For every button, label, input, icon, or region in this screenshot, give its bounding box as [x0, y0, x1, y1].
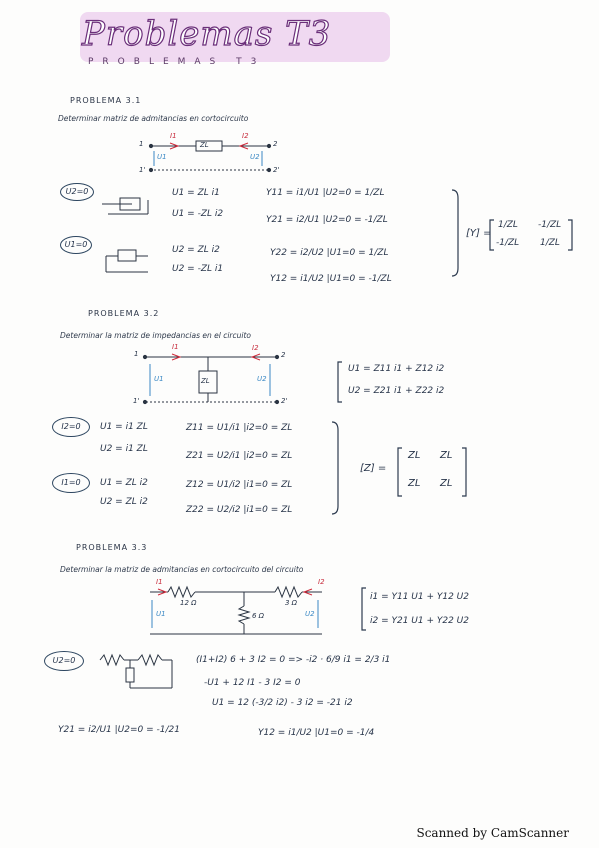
title-highlight — [80, 12, 390, 62]
p3-work-1: (I1+I2) 6 + 3 I2 = 0 => -i2 · 6/9 i1 = 2… — [196, 655, 391, 665]
problem-3-1-statement: Determinar matriz de admitancias en cort… — [58, 114, 249, 123]
p2-case-b-circled: I1=0 — [52, 473, 90, 493]
p2-case-b-eq2: U2 = ZL i2 — [100, 497, 148, 507]
p2-case-a-z21: Z21 = U2/i1 |i2=0 = ZL — [186, 451, 293, 461]
matrix-z-left-bracket — [397, 447, 402, 497]
p2-case-b-z12: Z12 = U1/i2 |i1=0 = ZL — [186, 480, 293, 490]
problem-3-3-heading: PROBLEMA 3.3 — [76, 543, 148, 552]
matrix-y-22: 1/ZL — [540, 238, 560, 248]
problem-3-2-statement: Determinar la matriz de impedancias en e… — [60, 331, 251, 340]
p1-node-1: 1 — [139, 140, 144, 148]
p1-case-b-circled: U1=0 — [60, 236, 92, 254]
p1-current-i1: I1 — [170, 132, 177, 140]
p2-case-a-z11: Z11 = U1/i1 |i2=0 = ZL — [186, 423, 293, 433]
p1-case-a-circled: U2=0 — [60, 183, 94, 201]
p3-eq-i1: i1 = Y11 U1 + Y12 U2 — [370, 592, 469, 602]
p1-voltage-u2: U2 — [250, 153, 260, 161]
p1-case-a-eq1: U1 = ZL i1 — [172, 188, 220, 198]
p1-node-2: 2 — [273, 140, 278, 148]
p1-case-b-eq2: U2 = -ZL i1 — [172, 264, 224, 274]
p1-node-2p: 2' — [273, 166, 280, 174]
p3-resistor-6: 6 Ω — [252, 612, 265, 620]
p3-voltage-u1: U1 — [156, 610, 166, 618]
circuit-3-2 — [142, 353, 280, 405]
page-subtitle: PROBLEMAS T3 — [88, 57, 266, 67]
p2-eq-u1: U1 = Z11 i1 + Z12 i2 — [348, 364, 445, 374]
matrix-y-21: -1/ZL — [496, 238, 520, 248]
bracket-3-3-eq — [361, 587, 366, 631]
p1-case-a-eq2: U1 = -ZL i2 — [172, 209, 224, 219]
p3-current-i2: I2 — [318, 578, 325, 586]
matrix-z-12: ZL — [440, 450, 453, 461]
matrix-z-label: [Z] = — [360, 463, 387, 474]
p2-case-a-eq2: U2 = i1 ZL — [100, 444, 148, 454]
p2-voltage-u2: U2 — [257, 375, 267, 383]
matrix-y-11: 1/ZL — [498, 220, 518, 230]
p1-node-1p: 1' — [139, 166, 146, 174]
problem-3-1-heading: PROBLEMA 3.1 — [70, 96, 142, 105]
p3-resistor-12: 12 Ω — [180, 599, 197, 607]
p3-current-i1: I1 — [156, 578, 163, 586]
p2-node-1p: 1' — [133, 397, 140, 405]
p3-voltage-u2: U2 — [305, 610, 315, 618]
circuit-3-3 — [150, 585, 322, 635]
p2-current-i2: I2 — [252, 344, 259, 352]
p3-case-circled: U2=0 — [44, 651, 84, 671]
p2-node-1: 1 — [134, 350, 139, 358]
p1-case-b-eq1: U2 = ZL i2 — [172, 245, 220, 255]
sketch-3-1-a — [102, 197, 149, 215]
matrix-y-12: -1/ZL — [538, 220, 562, 230]
p2-case-a-eq1: U1 = i1 ZL — [100, 422, 148, 432]
matrix-y-left-bracket — [489, 219, 494, 251]
p3-work-2: -U1 + 12 I1 - 3 I2 = 0 — [204, 678, 301, 688]
p1-case-b-y12: Y12 = i1/U2 |U1=0 = -1/ZL — [270, 274, 392, 284]
p1-impedance-label: ZL — [200, 141, 209, 149]
p2-node-2: 2 — [281, 351, 286, 359]
p2-current-i1: I1 — [172, 343, 179, 351]
problem-3-3-statement: Determinar la matriz de admitancias en c… — [60, 565, 304, 574]
page-title: Problemas T3 — [81, 13, 332, 54]
p1-case-a-y21: Y21 = i2/U1 |U2=0 = -1/ZL — [266, 215, 388, 225]
matrix-z-22: ZL — [440, 478, 453, 489]
sketch-3-3 — [99, 653, 173, 689]
circuit-3-1 — [148, 140, 272, 173]
p2-case-b-z22: Z22 = U2/i2 |i1=0 = ZL — [186, 505, 293, 515]
p2-case-b-eq1: U1 = ZL i2 — [100, 478, 148, 488]
scanner-watermark: Scanned by CamScanner — [416, 826, 569, 840]
matrix-y-right-bracket — [568, 219, 573, 251]
problem-3-2-heading: PROBLEMA 3.2 — [88, 309, 160, 318]
bracket-3-1 — [451, 189, 459, 277]
bracket-3-2 — [331, 421, 339, 515]
p3-resistor-3: 3 Ω — [285, 599, 298, 607]
matrix-z-11: ZL — [408, 450, 421, 461]
p1-case-a-y11: Y11 = i1/U1 |U2=0 = 1/ZL — [266, 188, 385, 198]
sketch-3-1-b — [105, 249, 148, 273]
p3-work-3: U1 = 12 (-3/2 i2) - 3 i2 = -21 i2 — [212, 698, 353, 708]
p1-case-b-y22: Y22 = i2/U2 |U1=0 = 1/ZL — [270, 248, 389, 258]
p3-eq-i2: i2 = Y21 U1 + Y22 U2 — [370, 616, 469, 626]
p1-voltage-u1: U1 — [157, 153, 167, 161]
p2-node-2p: 2' — [281, 397, 288, 405]
p2-eq-u2: U2 = Z21 i1 + Z22 i2 — [348, 386, 445, 396]
p2-voltage-u1: U1 — [154, 375, 164, 383]
p3-y12: Y12 = i1/U2 |U1=0 = -1/4 — [258, 728, 375, 738]
p3-y21: Y21 = i2/U1 |U2=0 = -1/21 — [58, 725, 180, 735]
matrix-z-21: ZL — [408, 478, 421, 489]
matrix-y-label: [Y] = — [466, 228, 492, 239]
p2-impedance-label: ZL — [201, 377, 210, 385]
bracket-3-2-eq — [337, 361, 342, 403]
p1-current-i2: I2 — [242, 132, 249, 140]
matrix-z-right-bracket — [462, 447, 467, 497]
p2-case-a-circled: I2=0 — [52, 417, 90, 437]
